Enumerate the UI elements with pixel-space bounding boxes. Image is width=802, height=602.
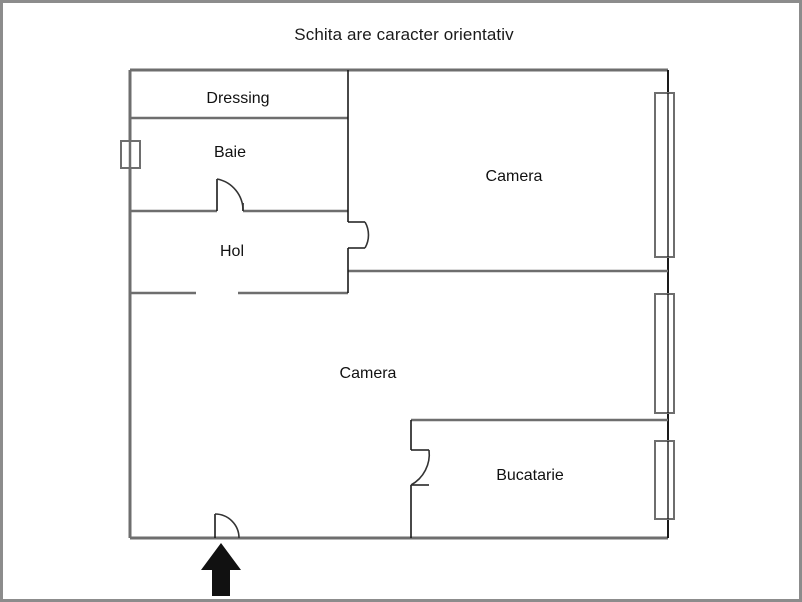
outer-walls [128, 68, 668, 540]
room-label-hol: Hol [220, 243, 244, 260]
room-label-camera-nord: Camera [486, 168, 543, 185]
door-arc-entrance [214, 513, 240, 539]
door-arc-bucatarie [410, 449, 431, 486]
windows [120, 92, 675, 520]
room-label-camera-sud: Camera [340, 365, 397, 382]
door-arc-hol-camera [364, 221, 370, 249]
interior-walls [130, 116, 668, 422]
room-labels: Dressing Baie Hol Camera Camera Bucatari… [206, 90, 563, 484]
room-label-baie: Baie [214, 144, 246, 161]
entrance-arrow [201, 543, 241, 596]
door-swings [214, 178, 431, 539]
room-label-bucatarie: Bucatarie [496, 467, 564, 484]
room-label-dressing: Dressing [206, 90, 269, 107]
entrance-arrow-head [201, 543, 241, 596]
window-camera-sud-east [654, 293, 675, 414]
window-bucatarie-east [654, 440, 675, 520]
interior-walls-thin [214, 70, 429, 538]
page-title: Schita are caracter orientativ [294, 25, 514, 44]
window-camera-nord-east [654, 92, 675, 258]
floorplan-drawing: Dressing Baie Hol Camera Camera Bucatari… [120, 68, 675, 596]
door-arc-baie [216, 178, 244, 212]
